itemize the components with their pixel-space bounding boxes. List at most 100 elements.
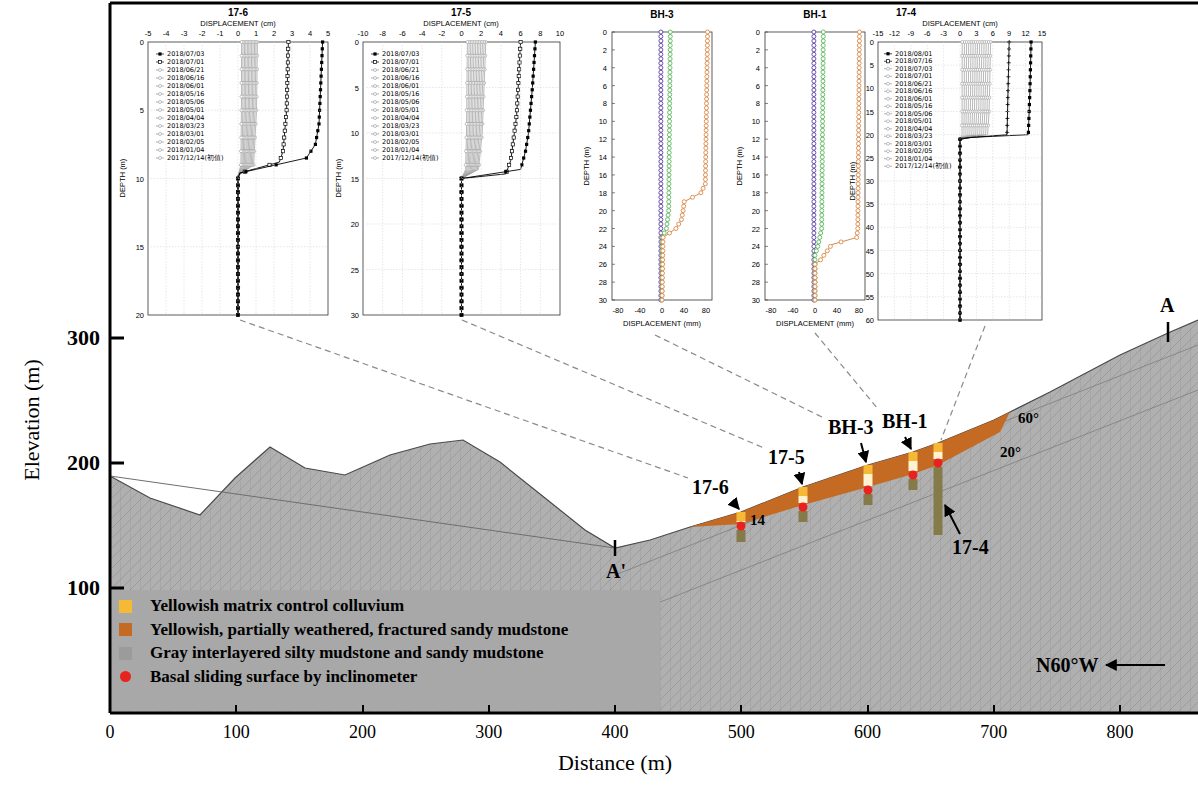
- borehole-label: BH-3: [828, 416, 874, 439]
- data-marker: [660, 262, 664, 266]
- data-marker: [820, 200, 824, 204]
- data-marker: [286, 61, 289, 64]
- data-marker: [659, 70, 663, 74]
- data-marker: [465, 122, 468, 125]
- data-marker: [705, 52, 709, 56]
- data-marker: [668, 48, 672, 52]
- data-marker: [1005, 116, 1009, 120]
- axes: [110, 3, 1198, 713]
- tick-label: 12: [1021, 29, 1029, 38]
- tick-mark: [765, 49, 768, 50]
- data-marker: [158, 60, 161, 63]
- tick-label: -8: [379, 29, 386, 38]
- data-marker: [961, 124, 964, 127]
- data-marker: [1027, 124, 1030, 127]
- legend-date: 2018/05/01: [381, 107, 420, 114]
- tick-label: 10: [556, 29, 564, 38]
- tick-mark: [612, 85, 615, 86]
- tick-label: 300: [67, 325, 100, 351]
- data-marker: [659, 57, 663, 61]
- legend-date: 2018/07/03: [166, 51, 205, 58]
- data-marker: [812, 182, 816, 186]
- legend-date: 2018/06/21: [381, 67, 420, 74]
- tick-label: 24: [599, 242, 607, 251]
- data-marker: [813, 253, 817, 257]
- tick-mark: [612, 282, 615, 283]
- data-marker: [668, 66, 672, 70]
- tick-label: -40: [635, 306, 646, 315]
- data-marker: [661, 249, 665, 253]
- tick-label: 22: [752, 224, 760, 233]
- legend-date: 2018/05/06: [894, 110, 933, 117]
- data-marker: [821, 93, 825, 97]
- panel-title: 17-5: [451, 7, 471, 18]
- data-marker: [812, 39, 816, 43]
- data-marker: [286, 81, 289, 84]
- tick-label: 40: [833, 306, 841, 315]
- data-marker: [666, 218, 670, 222]
- data-marker: [373, 60, 376, 63]
- tick-label: -6: [399, 29, 406, 38]
- data-marker: [659, 213, 663, 217]
- axis-title: DEPTH (m): [582, 147, 591, 186]
- bedrock-segment: [909, 479, 918, 490]
- data-marker: [887, 97, 890, 100]
- grid-line: [878, 296, 1042, 297]
- data-marker: [159, 77, 162, 80]
- data-marker: [813, 294, 817, 298]
- data-marker: [667, 173, 671, 177]
- data-marker: [319, 88, 322, 91]
- legend-sample: [371, 94, 379, 95]
- data-marker: [857, 34, 861, 38]
- data-marker: [517, 81, 520, 84]
- borehole: [799, 487, 808, 522]
- data-marker: [661, 262, 665, 266]
- axis-title: DISPLACEMENT (mm): [623, 319, 701, 328]
- tick-label: -15: [873, 29, 884, 38]
- tick-label: 12: [752, 135, 760, 144]
- data-marker: [812, 66, 816, 70]
- data-marker: [659, 182, 663, 186]
- displacement-curve: [960, 42, 986, 320]
- colluvium-segment: [799, 487, 808, 496]
- tick-mark: [765, 246, 768, 247]
- data-marker: [659, 133, 663, 137]
- data-marker: [821, 70, 825, 74]
- data-marker: [820, 168, 824, 172]
- data-marker: [660, 276, 664, 280]
- legend-date: 2018/03/01: [381, 131, 420, 138]
- data-marker: [887, 157, 890, 160]
- data-marker: [812, 93, 816, 97]
- tick-mark: [765, 174, 768, 175]
- data-marker: [887, 67, 890, 70]
- data-marker: [1006, 89, 1010, 93]
- data-marker: [464, 163, 467, 166]
- data-marker: [705, 79, 709, 83]
- data-marker: [159, 93, 162, 96]
- data-marker: [159, 141, 162, 144]
- data-marker: [857, 101, 861, 105]
- tick-label: 5: [870, 61, 874, 70]
- data-marker: [705, 97, 709, 101]
- data-marker: [668, 57, 672, 61]
- data-marker: [813, 294, 817, 298]
- data-marker: [821, 43, 825, 47]
- data-marker: [659, 88, 663, 92]
- legend-sample: [884, 98, 892, 99]
- data-marker: [856, 213, 860, 217]
- data-marker: [887, 82, 890, 85]
- grid-line: [363, 224, 560, 225]
- tick-mark: [765, 32, 768, 33]
- data-marker: [857, 75, 861, 79]
- tick-label: 20: [752, 206, 760, 215]
- data-marker: [857, 124, 861, 128]
- sliding-surface-dot: [909, 471, 918, 480]
- tick-label: 50: [866, 269, 874, 278]
- data-marker: [812, 88, 816, 92]
- data-marker: [856, 173, 860, 177]
- tick-label: 30: [351, 311, 359, 320]
- data-marker: [812, 115, 816, 119]
- data-marker: [812, 133, 816, 137]
- data-marker: [821, 61, 825, 65]
- data-marker: [668, 93, 672, 97]
